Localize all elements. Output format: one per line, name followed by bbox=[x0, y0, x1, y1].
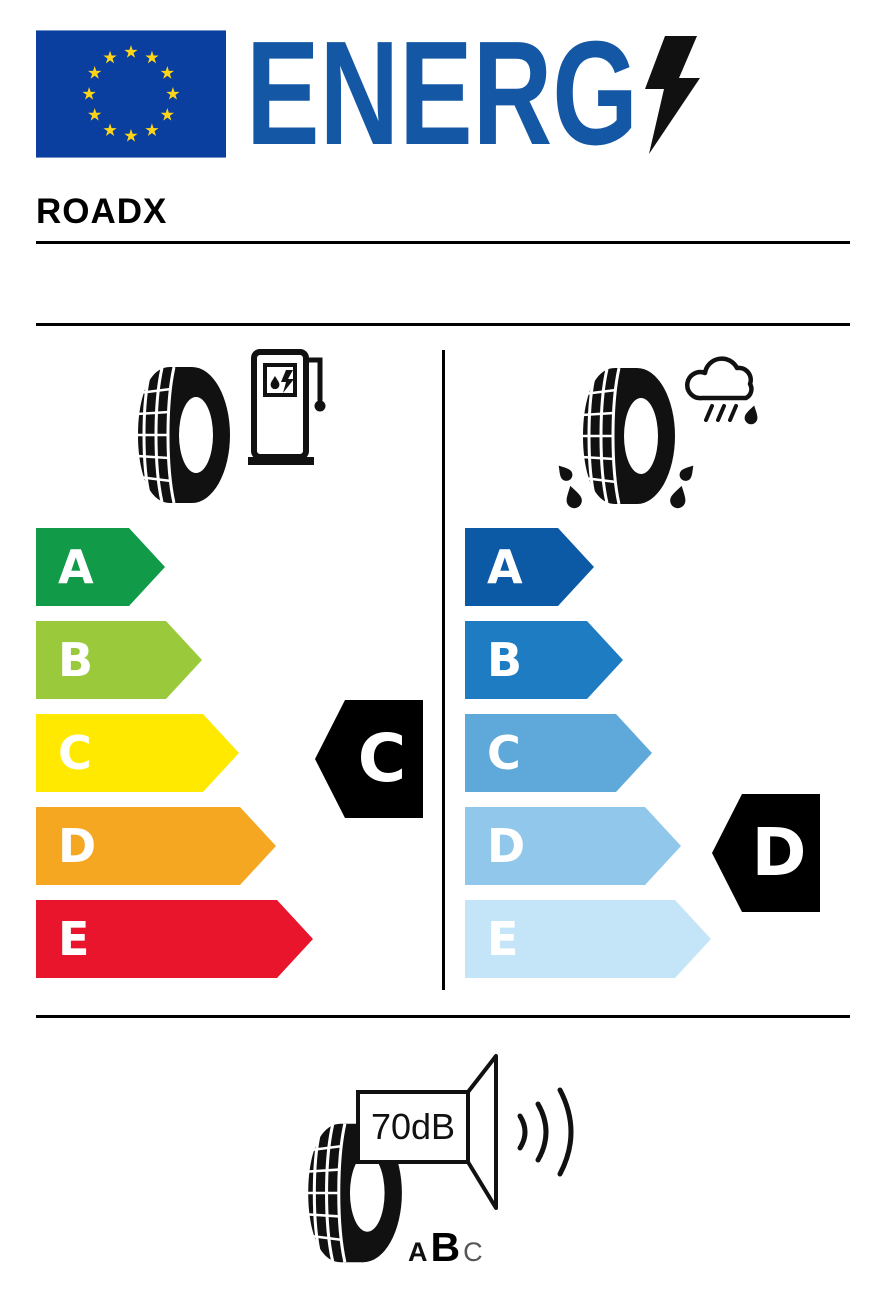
fuel-class-b-bar: B bbox=[36, 621, 202, 699]
eu-flag-icon bbox=[36, 30, 226, 158]
lightning-bolt-icon bbox=[645, 36, 700, 154]
fuel-class-a-bar: A bbox=[36, 528, 165, 606]
wet-class-d-label: D bbox=[487, 819, 526, 873]
fuel-rating-value: C bbox=[357, 720, 407, 797]
wet-class-d-bar: D bbox=[465, 807, 681, 885]
fuel-class-d-label: D bbox=[58, 819, 97, 873]
noise-class-scale: A B C bbox=[408, 1224, 483, 1271]
wet-class-b-label: B bbox=[487, 633, 523, 687]
rain-cloud-icon bbox=[685, 356, 761, 426]
divider-line-top bbox=[36, 241, 850, 244]
noise-class-c-label: C bbox=[463, 1237, 483, 1267]
brand-name: ROADX bbox=[36, 192, 168, 231]
wet-class-a-bar: A bbox=[465, 528, 594, 606]
wet-class-a-label: A bbox=[487, 540, 523, 594]
divider-line-upper bbox=[36, 323, 850, 326]
speaker-icon: 70dB bbox=[356, 1054, 498, 1210]
fuel-class-e-label: E bbox=[58, 912, 90, 966]
wet-class-c-label: C bbox=[487, 726, 521, 780]
energy-logo-text: ENERG bbox=[246, 34, 638, 156]
fuel-rating-indicator: C bbox=[315, 700, 423, 818]
noise-class-a-label: A bbox=[408, 1237, 428, 1267]
fuel-tire-icon bbox=[126, 364, 236, 506]
wet-tire-splash-icon bbox=[556, 366, 696, 510]
fuel-class-c-label: C bbox=[58, 726, 92, 780]
fuel-class-d-bar: D bbox=[36, 807, 276, 885]
sound-waves-icon bbox=[517, 1087, 574, 1177]
fuel-class-e-bar: E bbox=[36, 900, 313, 978]
column-divider bbox=[442, 350, 445, 990]
fuel-pump-icon bbox=[248, 349, 326, 465]
fuel-class-a-label: A bbox=[58, 540, 94, 594]
wet-class-e-label: E bbox=[487, 912, 519, 966]
wet-class-e-bar: E bbox=[465, 900, 711, 978]
wet-class-c-bar: C bbox=[465, 714, 652, 792]
wet-class-b-bar: B bbox=[465, 621, 623, 699]
noise-decibel-value: 70dB bbox=[371, 1106, 455, 1147]
wet-grip-rating-value: D bbox=[751, 814, 807, 891]
fuel-class-c-bar: C bbox=[36, 714, 239, 792]
wet-grip-rating-indicator: D bbox=[712, 794, 820, 912]
divider-line-bottom bbox=[36, 1015, 850, 1018]
energy-logo-label: ENERG bbox=[246, 34, 638, 156]
fuel-class-b-label: B bbox=[58, 633, 94, 687]
noise-rating-value: B bbox=[430, 1224, 461, 1270]
